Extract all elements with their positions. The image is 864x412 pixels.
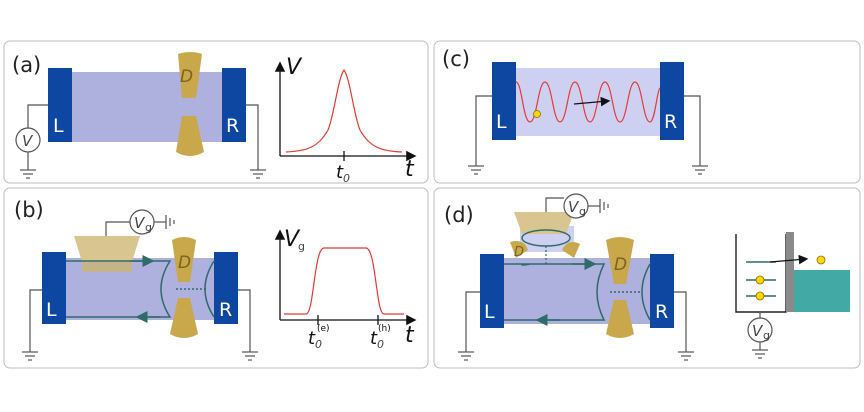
panel-b-tick2-label: t bbox=[370, 328, 378, 349]
panel-d-edge-state-left bbox=[504, 263, 606, 321]
panel-a-dot-label: D bbox=[180, 67, 193, 87]
panel-b-gate-sub: g bbox=[145, 221, 152, 234]
panel-a-wire-left bbox=[27, 104, 48, 128]
panel-b-dot-lower-gate bbox=[170, 298, 198, 338]
panel-b-tick1-label: t bbox=[308, 328, 316, 349]
panel-d-small-dot-gate-right bbox=[562, 242, 580, 258]
panel-d-electron-level-2 bbox=[755, 275, 765, 285]
panel-b-tick1-sub: 0 bbox=[315, 338, 322, 351]
panel-b-right-label: R bbox=[219, 299, 232, 321]
panel-d-dot-upper-gate bbox=[606, 237, 634, 284]
panel-a-ground-left-icon bbox=[20, 169, 36, 179]
panel-d-top-gate bbox=[514, 212, 574, 234]
panel-d-barrier bbox=[786, 232, 794, 312]
panel-c-left-label: L bbox=[496, 111, 507, 133]
panel-b-gate-pulse bbox=[284, 247, 404, 315]
panel-a-y-label: V bbox=[286, 55, 303, 80]
panel-d-emission-arrow bbox=[769, 254, 809, 265]
panel-a-dot-upper-gate bbox=[178, 52, 202, 98]
panel-d-right-contact bbox=[650, 254, 674, 328]
panel-d-dot-label: D bbox=[614, 255, 627, 275]
panel-b-gate-ground-icon bbox=[154, 215, 175, 229]
panel-a-right-label: R bbox=[226, 115, 239, 137]
panel-d: (d) D V g L R D bbox=[433, 187, 861, 369]
panel-d-gate-label: V bbox=[568, 198, 580, 216]
panel-d-gate-ground-icon bbox=[588, 199, 609, 213]
panel-d-bottom-gate-sub: g bbox=[763, 329, 770, 342]
panel-a-label: (a) bbox=[12, 53, 41, 77]
panel-d-inset-ground-icon bbox=[752, 349, 768, 359]
panel-b-dot-label: D bbox=[178, 253, 191, 273]
panel-b-tick1-sup: (e) bbox=[317, 324, 330, 334]
panel-b-ground-left-icon bbox=[22, 351, 38, 361]
panel-c-ground-right-icon bbox=[692, 165, 708, 175]
panel-b-gate-label: V bbox=[134, 214, 146, 232]
panel-a: (a) L R D V V t t 0 bbox=[3, 40, 429, 185]
panel-a-tick-sub: 0 bbox=[343, 172, 350, 185]
panel-b-dot-upper-gate bbox=[172, 237, 196, 282]
panel-a-left-label: L bbox=[53, 115, 64, 137]
panel-a-ground-right-icon bbox=[250, 169, 266, 179]
panel-b-y-label: V bbox=[284, 227, 301, 252]
panel-a-channel bbox=[68, 72, 228, 142]
panel-b-top-gate bbox=[74, 236, 140, 262]
panel-b-edge-state-left bbox=[66, 260, 172, 318]
panel-d-small-dot-label: D bbox=[514, 245, 524, 260]
panel-c-electron bbox=[533, 110, 541, 118]
panel-b-y-sub: g bbox=[298, 240, 305, 253]
panel-b-left-contact bbox=[42, 252, 66, 324]
panel-b: (b) V g L R D bbox=[3, 187, 429, 369]
panel-c-propagation-arrow bbox=[573, 96, 611, 107]
panel-b-left-label: L bbox=[46, 299, 57, 321]
panel-c-wave bbox=[515, 81, 661, 123]
panel-d-electron-level-3 bbox=[755, 291, 765, 301]
panel-b-tick2-sub: 0 bbox=[377, 338, 384, 351]
panel-b-label: (b) bbox=[14, 198, 44, 222]
panel-d-label: (d) bbox=[444, 203, 474, 227]
panel-d-left-label: L bbox=[484, 301, 495, 323]
panel-d-small-dot-gate-left bbox=[510, 241, 528, 258]
panel-d-energy-inset: V g bbox=[735, 232, 850, 359]
panel-c-ground-left-icon bbox=[468, 165, 484, 175]
panel-c-left-contact bbox=[492, 62, 516, 140]
panel-a-tick-label: t bbox=[336, 162, 344, 183]
panel-b-x-label: t bbox=[405, 323, 415, 348]
panel-c-channel bbox=[512, 68, 664, 136]
panel-a-dot-lower-gate bbox=[176, 116, 204, 156]
panel-d-bottom-gate-label: V bbox=[752, 322, 764, 340]
panel-c-right-contact bbox=[660, 62, 684, 140]
panel-a-left-contact bbox=[48, 68, 72, 142]
panel-d-dot-lower-gate bbox=[606, 300, 634, 338]
panel-a-right-contact bbox=[222, 68, 246, 142]
panel-d-ground-left-icon bbox=[458, 351, 474, 361]
panel-d-emitted-electron bbox=[816, 255, 826, 265]
panel-d-channel bbox=[500, 258, 660, 324]
panel-d-gate-sub: g bbox=[579, 205, 586, 218]
panel-d-edge-state-right bbox=[641, 263, 651, 321]
panel-c: (c) L R bbox=[433, 40, 861, 184]
panel-d-ground-right-icon bbox=[678, 351, 694, 361]
panel-b-right-contact bbox=[214, 252, 238, 324]
panel-c-label: (c) bbox=[442, 47, 470, 71]
panel-b-tick2-sup: (h) bbox=[378, 324, 391, 334]
panel-d-right-label: R bbox=[655, 301, 668, 323]
panel-a-source-label: V bbox=[22, 132, 34, 150]
panel-b-ground-right-icon bbox=[242, 351, 258, 361]
panel-c-right-label: R bbox=[664, 111, 677, 133]
panel-a-x-label: t bbox=[405, 157, 415, 182]
panel-d-left-contact bbox=[480, 254, 504, 328]
panel-d-lead-fermi-sea bbox=[794, 270, 850, 312]
panel-a-voltage-pulse bbox=[285, 68, 403, 153]
